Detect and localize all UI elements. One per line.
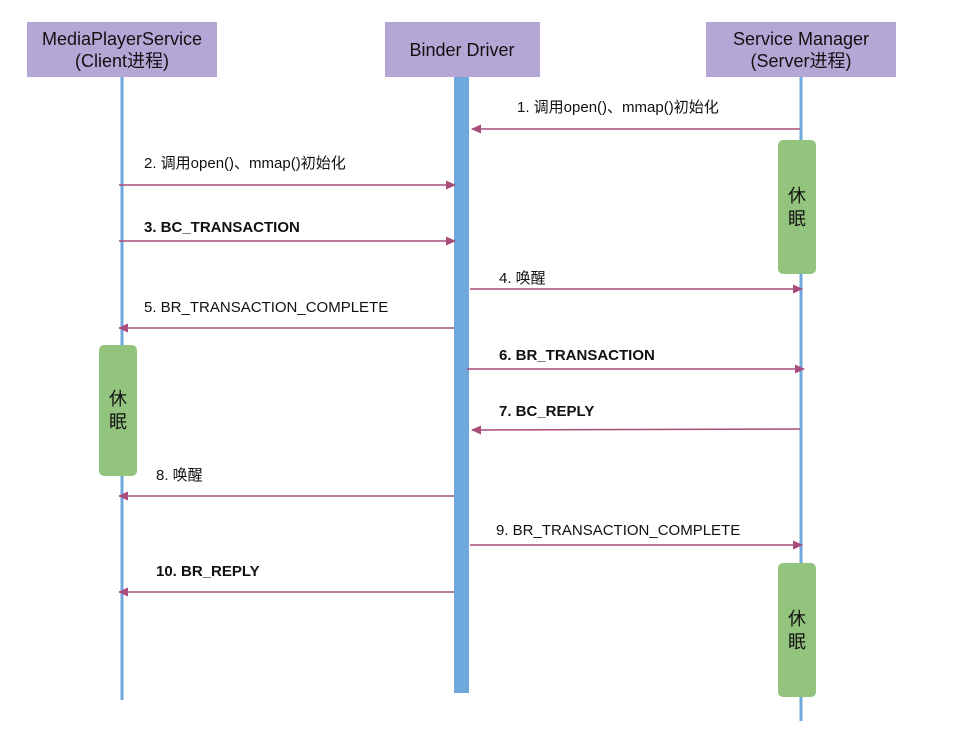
message-10-label: 10. BR_REPLY [156,563,260,580]
message-9: 9. BR_TRANSACTION_COMPLETE [470,522,803,550]
message-8: 8. 唤醒 [118,467,454,501]
message-4: 4. 唤醒 [470,270,803,294]
sleep-block-server-2: 休 眠 [778,563,816,697]
message-2: 2. 调用open()、mmap()初始化 [119,155,456,190]
message-7-label: 7. BC_REPLY [499,403,594,420]
message-1-label: 1. 调用open()、mmap()初始化 [517,99,719,116]
message-3-label: 3. BC_TRANSACTION [144,219,300,236]
message-4-label: 4. 唤醒 [499,270,546,287]
driver-lifeline [454,77,469,693]
participant-driver: Binder Driver [385,22,540,77]
sleep-block-client: 休 眠 [99,345,137,476]
message-10: 10. BR_REPLY [118,563,454,597]
message-1: 1. 调用open()、mmap()初始化 [471,99,800,134]
participant-server-name: Service Manager [733,29,869,49]
svg-text:眠: 眠 [788,209,806,230]
svg-text:休: 休 [109,389,127,410]
participant-server-role: (Server进程) [750,51,851,71]
message-5: 5. BR_TRANSACTION_COMPLETE [118,299,454,333]
svg-text:眠: 眠 [109,412,127,433]
participant-client-role: (Client进程) [75,51,169,71]
participant-driver-name: Binder Driver [409,40,514,60]
message-6-label: 6. BR_TRANSACTION [499,347,655,364]
sleep-block-server-1: 休 眠 [778,140,816,274]
message-6: 6. BR_TRANSACTION [467,347,805,374]
message-8-label: 8. 唤醒 [156,467,203,484]
message-7: 7. BC_REPLY [471,403,801,435]
participant-client: MediaPlayerService (Client进程) [27,22,217,77]
message-2-label: 2. 调用open()、mmap()初始化 [144,155,346,172]
message-5-label: 5. BR_TRANSACTION_COMPLETE [144,299,388,316]
svg-text:休: 休 [788,186,806,207]
message-7-arrow [471,425,801,435]
message-9-label: 9. BR_TRANSACTION_COMPLETE [496,522,740,539]
participant-client-name: MediaPlayerService [42,29,202,49]
message-3: 3. BC_TRANSACTION [119,219,456,246]
svg-text:眠: 眠 [788,632,806,653]
participant-server: Service Manager (Server进程) [706,22,896,77]
svg-text:休: 休 [788,609,806,630]
